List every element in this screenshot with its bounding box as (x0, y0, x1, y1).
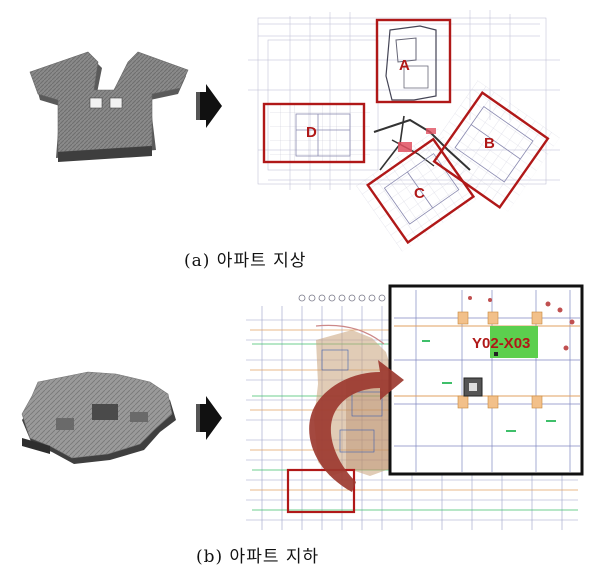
y-shaped-building-model (29, 51, 189, 162)
zone-label-d: D (306, 124, 317, 141)
caption-b: (b) 아파트 지하 (196, 547, 320, 567)
zone-label-a: A (399, 57, 410, 74)
zone-box-b (432, 90, 550, 210)
selection-box (286, 468, 356, 514)
underground-slab-model (21, 371, 176, 464)
curved-arrow-icon (309, 360, 404, 492)
grid-cell-label: Y02-X03 (472, 335, 530, 352)
right-arrow-icon (196, 396, 222, 440)
right-arrow-icon (196, 84, 222, 128)
zone-box-c (366, 137, 476, 245)
zone-box-a (375, 18, 452, 104)
zone-label-b: B (484, 135, 495, 152)
caption-a: (a) 아파트 지상 (184, 251, 307, 271)
zone-label-c: C (414, 185, 425, 202)
floor-plan-ground: A B C D (234, 6, 586, 252)
zone-box-d (262, 102, 366, 164)
zoom-inset: Y02-X03 (388, 284, 584, 476)
